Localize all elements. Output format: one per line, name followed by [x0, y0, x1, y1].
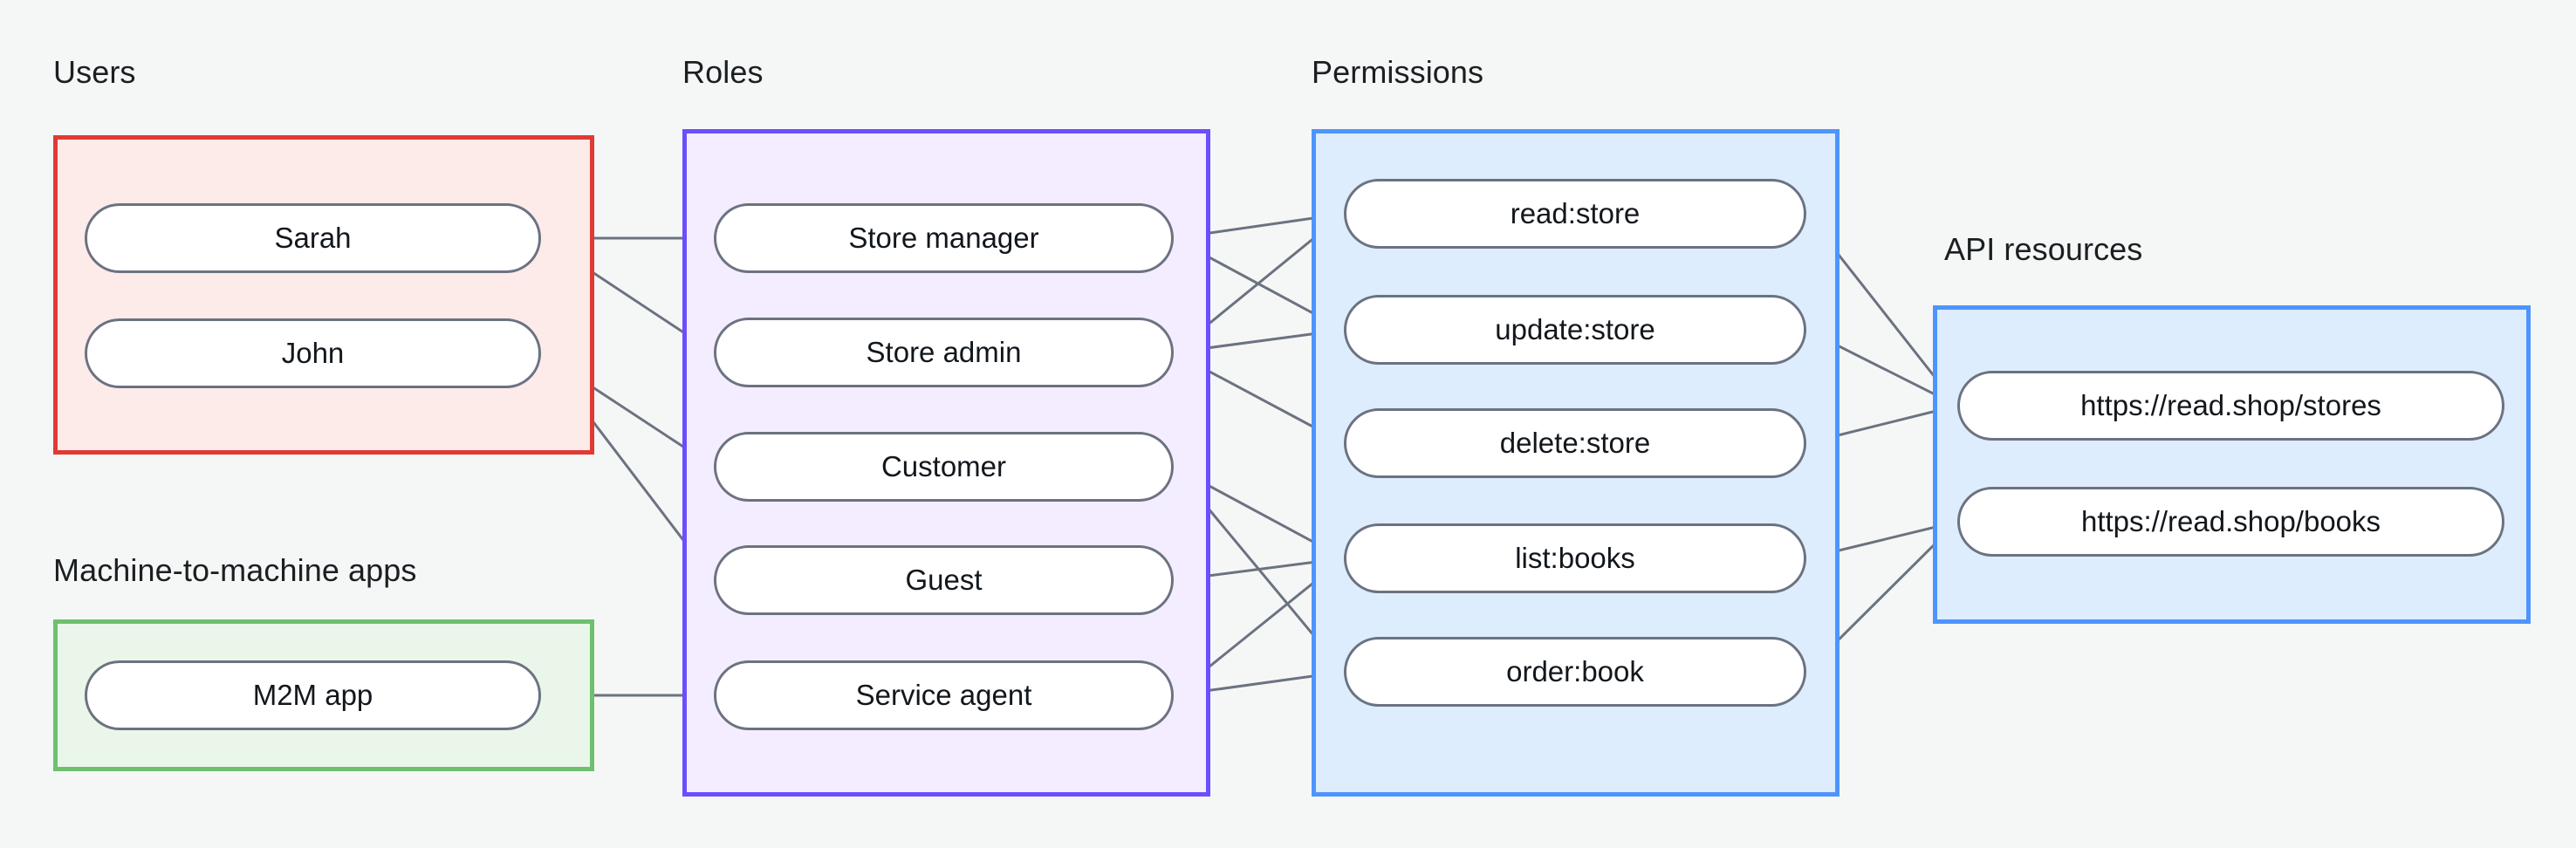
node-store-manager[interactable]: Store manager	[714, 203, 1174, 273]
node-list-books[interactable]: list:books	[1344, 523, 1806, 593]
node-order-book[interactable]: order:book	[1344, 637, 1806, 707]
node-guest[interactable]: Guest	[714, 545, 1174, 615]
node-john[interactable]: John	[85, 318, 541, 388]
group-title-m2m: Machine-to-machine apps	[53, 552, 417, 588]
node-customer[interactable]: Customer	[714, 432, 1174, 502]
group-api-resources	[1933, 305, 2531, 624]
group-title-roles: Roles	[682, 54, 764, 90]
node-service-agent[interactable]: Service agent	[714, 660, 1174, 730]
node-api-stores[interactable]: https://read.shop/stores	[1957, 371, 2504, 441]
node-update-store[interactable]: update:store	[1344, 295, 1806, 365]
node-api-books[interactable]: https://read.shop/books	[1957, 487, 2504, 557]
node-m2m-app[interactable]: M2M app	[85, 660, 541, 730]
node-store-admin[interactable]: Store admin	[714, 318, 1174, 387]
node-read-store[interactable]: read:store	[1344, 179, 1806, 249]
node-sarah[interactable]: Sarah	[85, 203, 541, 273]
group-users	[53, 135, 594, 455]
group-title-api-resources: API resources	[1944, 231, 2143, 267]
node-delete-store[interactable]: delete:store	[1344, 408, 1806, 478]
group-title-users: Users	[53, 54, 136, 90]
group-title-permissions: Permissions	[1312, 54, 1484, 90]
